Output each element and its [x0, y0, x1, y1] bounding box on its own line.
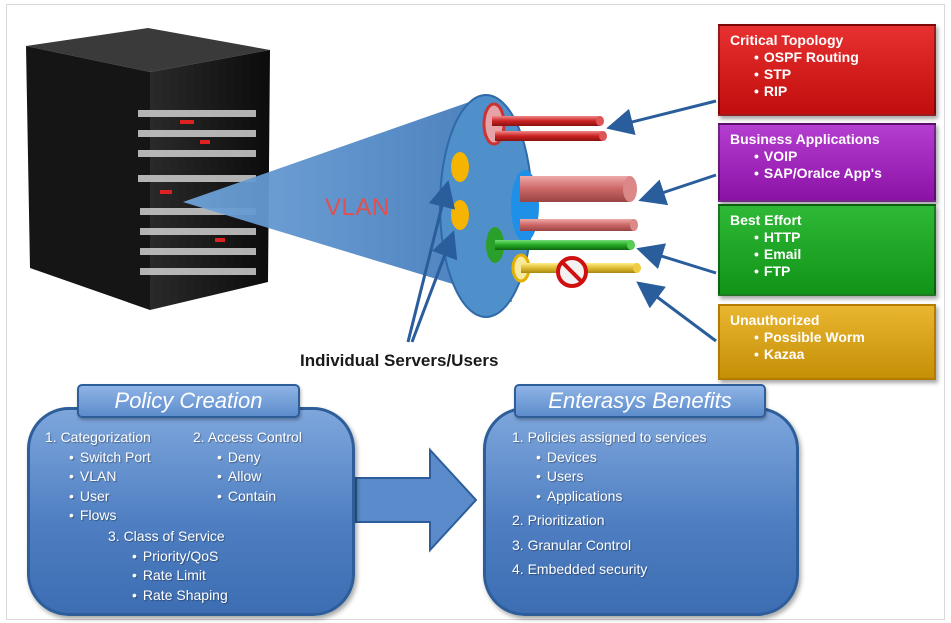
- class-of-service-block: 3. Class of Service Priority/QoS Rate Li…: [108, 527, 228, 605]
- category-item: VOIP: [754, 148, 934, 165]
- block-icon: [556, 256, 588, 288]
- category-item: RIP: [754, 83, 934, 100]
- category-title: Business Applications: [730, 131, 880, 147]
- category-title: Critical Topology: [730, 32, 844, 48]
- categorization-heading: 1. Categorization: [45, 429, 151, 445]
- policy-creation-title: Policy Creation: [77, 384, 300, 418]
- class-of-service-item: Rate Shaping: [132, 586, 228, 606]
- category-title: Unauthorized: [730, 312, 820, 328]
- class-of-service-item: Rate Limit: [132, 566, 228, 586]
- benefit-item: 3. Granular Control: [512, 536, 632, 553]
- enterasys-benefits-title: Enterasys Benefits: [514, 384, 766, 418]
- category-item: FTP: [754, 263, 934, 280]
- category-best-effort: Best Effort HTTP Email FTP: [718, 204, 936, 296]
- class-of-service-heading: 3. Class of Service: [108, 528, 225, 544]
- access-control-item: Contain: [217, 487, 302, 507]
- vlan-label: VLAN: [325, 194, 390, 221]
- benefit-heading: 1. Policies assigned to services: [512, 429, 707, 445]
- category-item: HTTP: [754, 229, 934, 246]
- benefit-subitem: Devices: [536, 448, 707, 468]
- access-control-heading: 2. Access Control: [193, 429, 302, 445]
- benefit-item: 4. Embedded security: [512, 561, 648, 577]
- category-title: Best Effort: [730, 212, 802, 228]
- access-control-item: Allow: [217, 467, 302, 487]
- categorization-item: User: [69, 487, 151, 507]
- category-item: OSPF Routing: [754, 49, 934, 66]
- benefits-block: 1. Policies assigned to services Devices…: [512, 428, 707, 580]
- category-arrows: [406, 99, 717, 343]
- category-unauthorized: Unauthorized Possible Worm Kazaa: [718, 304, 936, 380]
- class-of-service-item: Priority/QoS: [132, 547, 228, 567]
- categorization-block: 1. Categorization Switch Port VLAN User …: [45, 428, 151, 526]
- category-item: Kazaa: [754, 346, 934, 363]
- server-node-1: [451, 152, 469, 182]
- server-node-2: [451, 200, 469, 230]
- benefit-subitem: Applications: [536, 487, 707, 507]
- flow-arrow: [355, 447, 478, 553]
- benefit-subitem: Users: [536, 467, 707, 487]
- servers-users-label: Individual Servers/Users: [300, 351, 499, 370]
- benefit-item: 2. Prioritization: [512, 512, 605, 528]
- categorization-item: Flows: [69, 506, 151, 526]
- category-item: STP: [754, 66, 934, 83]
- category-item: SAP/Oralce App's: [754, 165, 934, 182]
- category-critical-topology: Critical Topology OSPF Routing STP RIP: [718, 24, 936, 116]
- access-control-item: Deny: [217, 448, 302, 468]
- category-business-applications: Business Applications VOIP SAP/Oralce Ap…: [718, 123, 936, 202]
- category-item: Email: [754, 246, 934, 263]
- switch-chassis-image: [26, 28, 270, 310]
- categorization-item: Switch Port: [69, 448, 151, 468]
- access-control-block: 2. Access Control Deny Allow Contain: [193, 428, 302, 506]
- enterasys-benefits-panel: [483, 407, 799, 616]
- category-item: Possible Worm: [754, 329, 934, 346]
- categorization-item: VLAN: [69, 467, 151, 487]
